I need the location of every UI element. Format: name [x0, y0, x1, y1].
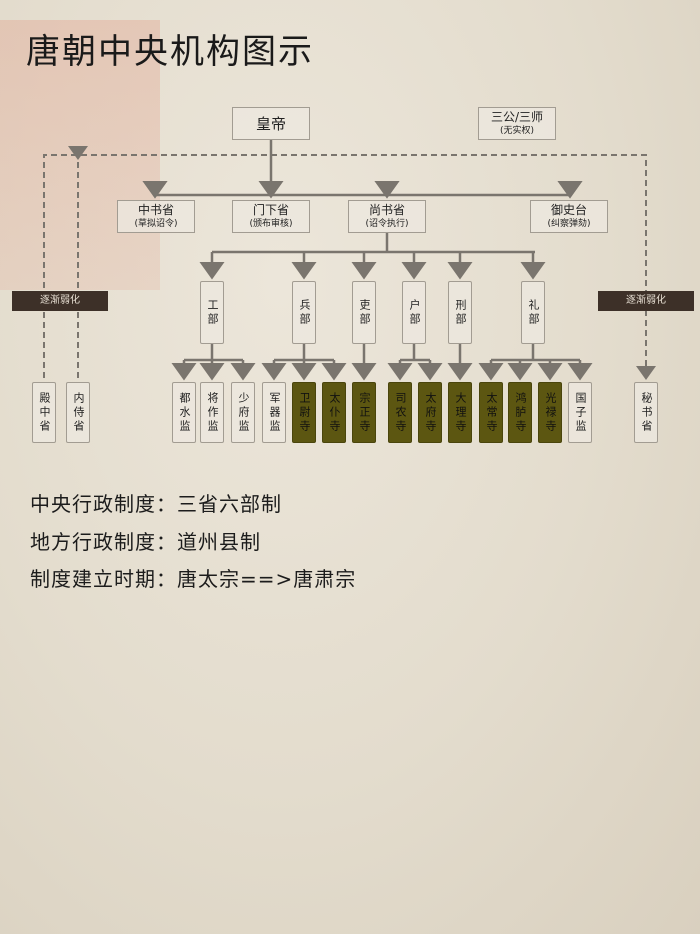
agency-box: 殿中省	[32, 382, 56, 443]
agency-box: 将作监	[200, 382, 224, 443]
province-note: (纠察弹劾)	[547, 219, 591, 229]
info-line-period: 制度建立时期：唐太宗==>唐肃宗	[30, 567, 357, 591]
agency-box: 军器监	[262, 382, 286, 443]
province-menxia: 门下省 (颁布审核)	[232, 200, 310, 233]
agency-box: 国子监	[568, 382, 592, 443]
ministry-box: 礼部	[521, 281, 545, 344]
weakening-tag-left: 逐渐弱化	[12, 291, 108, 311]
province-name: 中书省	[137, 203, 174, 217]
agency-box: 太府寺	[418, 382, 442, 443]
sangong-name: 三公/三师	[490, 110, 544, 124]
agency-box: 宗正寺	[352, 382, 376, 443]
agency-box: 卫尉寺	[292, 382, 316, 443]
emperor-box: 皇帝	[232, 107, 310, 140]
sangong-box: 三公/三师 (无实权)	[478, 107, 556, 140]
agency-box: 司农寺	[388, 382, 412, 443]
province-zhongshu: 中书省 (草拟诏令)	[117, 200, 195, 233]
info-line-local: 地方行政制度：道州县制	[30, 530, 261, 554]
agency-box: 太仆寺	[322, 382, 346, 443]
province-yushitai: 御史台 (纠察弹劾)	[530, 200, 608, 233]
province-note: (诏令执行)	[365, 219, 409, 229]
province-shangshu: 尚书省 (诏令执行)	[348, 200, 426, 233]
sangong-note: (无实权)	[499, 126, 535, 136]
page-title: 唐朝中央机构图示	[26, 32, 314, 72]
info-line-central: 中央行政制度：三省六部制	[30, 492, 282, 516]
ministry-box: 兵部	[292, 281, 316, 344]
agency-box: 太常寺	[479, 382, 503, 443]
ministry-box: 户部	[402, 281, 426, 344]
province-note: (颁布审核)	[249, 219, 293, 229]
province-name: 御史台	[550, 203, 587, 217]
ministry-box: 工部	[200, 281, 224, 344]
agency-box: 鸿胪寺	[508, 382, 532, 443]
weakening-tag-right: 逐渐弱化	[598, 291, 694, 311]
agency-box: 内侍省	[66, 382, 90, 443]
ministry-box: 刑部	[448, 281, 472, 344]
province-name: 门下省	[252, 203, 289, 217]
ministry-box: 吏部	[352, 281, 376, 344]
agency-box: 光禄寺	[538, 382, 562, 443]
province-name: 尚书省	[368, 203, 405, 217]
agency-box: 都水监	[172, 382, 196, 443]
connector	[43, 154, 656, 380]
agency-box: 大理寺	[448, 382, 472, 443]
province-note: (草拟诏令)	[134, 219, 178, 229]
agency-box: 少府监	[231, 382, 255, 443]
agency-box: 秘书省	[634, 382, 658, 443]
